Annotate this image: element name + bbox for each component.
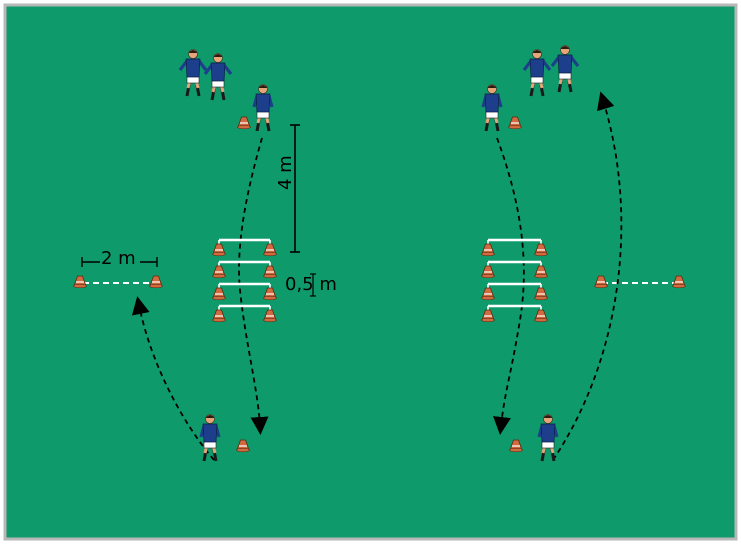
cone xyxy=(534,287,548,301)
run-arrow-right-down xyxy=(493,137,525,435)
distance-4m-label: 4 m xyxy=(275,155,296,190)
cone xyxy=(263,287,277,301)
cone xyxy=(481,309,495,323)
cone xyxy=(481,265,495,279)
cone xyxy=(594,275,608,289)
cone xyxy=(481,287,495,301)
cone xyxy=(212,243,226,257)
player-waiting xyxy=(522,49,552,97)
distance-05m-label: 0,5 m xyxy=(285,274,337,295)
cone xyxy=(508,116,522,130)
cone xyxy=(534,243,548,257)
cone xyxy=(509,439,523,453)
cone xyxy=(237,116,251,130)
player-runner xyxy=(199,414,221,462)
cone xyxy=(212,265,226,279)
cone xyxy=(672,275,686,289)
pitch xyxy=(3,3,738,541)
cone xyxy=(481,243,495,257)
run-arrow-right-up xyxy=(552,91,623,461)
cone xyxy=(534,265,548,279)
cone xyxy=(534,309,548,323)
player-runner xyxy=(481,84,503,132)
run-arrow-left-down xyxy=(238,137,269,435)
cone xyxy=(263,243,277,257)
cone xyxy=(212,287,226,301)
cone xyxy=(263,265,277,279)
player-runner xyxy=(537,414,559,462)
player-waiting xyxy=(178,49,208,97)
run-arrow-left-up xyxy=(131,296,215,461)
cone xyxy=(263,309,277,323)
cone xyxy=(73,275,87,289)
cone xyxy=(212,309,226,323)
cone xyxy=(149,275,163,289)
cone xyxy=(236,439,250,453)
player-waiting xyxy=(550,45,580,93)
player-runner xyxy=(252,84,274,132)
player-waiting xyxy=(203,53,233,101)
distance-2m-label: 2 m xyxy=(101,248,136,269)
